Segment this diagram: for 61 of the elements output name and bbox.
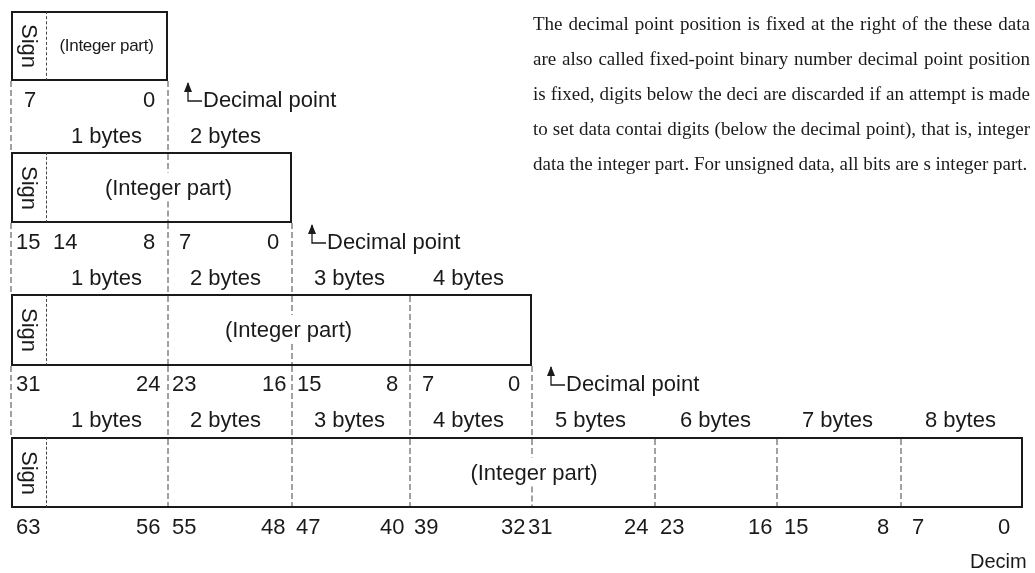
bit-number: 0: [143, 88, 156, 112]
bit-number: 0: [267, 230, 280, 254]
bit-number: 7: [24, 88, 37, 112]
bit-number: 31: [16, 372, 41, 396]
sign-bit-cell: Sign: [11, 437, 47, 508]
bit-number: 15: [784, 515, 809, 539]
bit-number: 7: [912, 515, 925, 539]
bit-number: 32: [501, 515, 526, 539]
bit-number: 31: [528, 515, 553, 539]
bit-number: 8: [143, 230, 156, 254]
bit-number: 56: [136, 515, 161, 539]
bit-number: 55: [172, 515, 197, 539]
bit-number: 7: [422, 372, 435, 396]
bit-number: 15: [16, 230, 41, 254]
bit-number: 39: [414, 515, 439, 539]
byte-label: 1 bytes: [71, 408, 142, 432]
bit-number: 23: [660, 515, 685, 539]
bit-number: 8: [877, 515, 890, 539]
integer-part-field: (Integer part): [47, 294, 532, 366]
bit-number: 24: [624, 515, 649, 539]
pointer-arrow: [547, 366, 566, 386]
sign-bit-cell: Sign: [11, 11, 47, 81]
byte-label: 3 bytes: [314, 266, 385, 290]
integer-part-field: (Integer part): [47, 11, 168, 81]
byte-label: 1 bytes: [71, 124, 142, 148]
byte-label: 6 bytes: [680, 408, 751, 432]
bit-number: 23: [172, 372, 197, 396]
bit-number: 63: [16, 515, 41, 539]
bit-number: 16: [748, 515, 773, 539]
pointer-arrow: [308, 224, 327, 244]
description-text: The decimal point position is fixed at the right of the these data are also called fixed-point binary number decimal point position is fixed, digits below the deci are discarded if an attempt is made to set data contai digits (below the decimal point), that is, integer data the integer part. For unsigned data, all bits are s integer part.: [533, 12, 1030, 176]
pointer-arrow: [184, 82, 203, 102]
decimal-point-label: Decimal point: [327, 230, 461, 254]
byte-label: 5 bytes: [555, 408, 626, 432]
bit-number: 14: [53, 230, 78, 254]
decimal-point-label: Decim: [970, 550, 1027, 572]
decimal-point-label: Decimal point: [203, 88, 337, 112]
bit-number: 47: [296, 515, 321, 539]
byte-label: 2 bytes: [190, 124, 261, 148]
byte-label: 7 bytes: [802, 408, 873, 432]
byte-label: 2 bytes: [190, 408, 261, 432]
sign-bit-cell: Sign: [11, 294, 47, 366]
bit-number: 24: [136, 372, 161, 396]
bit-number: 8: [386, 372, 399, 396]
bit-number: 0: [998, 515, 1011, 539]
sign-bit-cell: Sign: [11, 152, 47, 223]
byte-label: 4 bytes: [433, 266, 504, 290]
bit-number: 7: [179, 230, 192, 254]
decimal-point-label: Decimal point: [566, 372, 700, 396]
byte-label: 8 bytes: [925, 408, 996, 432]
bit-number: 40: [380, 515, 405, 539]
byte-label: 3 bytes: [314, 408, 385, 432]
integer-part-field: (Integer part): [47, 152, 292, 223]
byte-label: 2 bytes: [190, 266, 261, 290]
integer-part-field: (Integer part): [47, 437, 1023, 508]
byte-label: 4 bytes: [433, 408, 504, 432]
bit-number: 16: [262, 372, 287, 396]
byte-label: 1 bytes: [71, 266, 142, 290]
bit-number: 48: [261, 515, 286, 539]
bit-number: 0: [508, 372, 521, 396]
bit-number: 15: [297, 372, 322, 396]
